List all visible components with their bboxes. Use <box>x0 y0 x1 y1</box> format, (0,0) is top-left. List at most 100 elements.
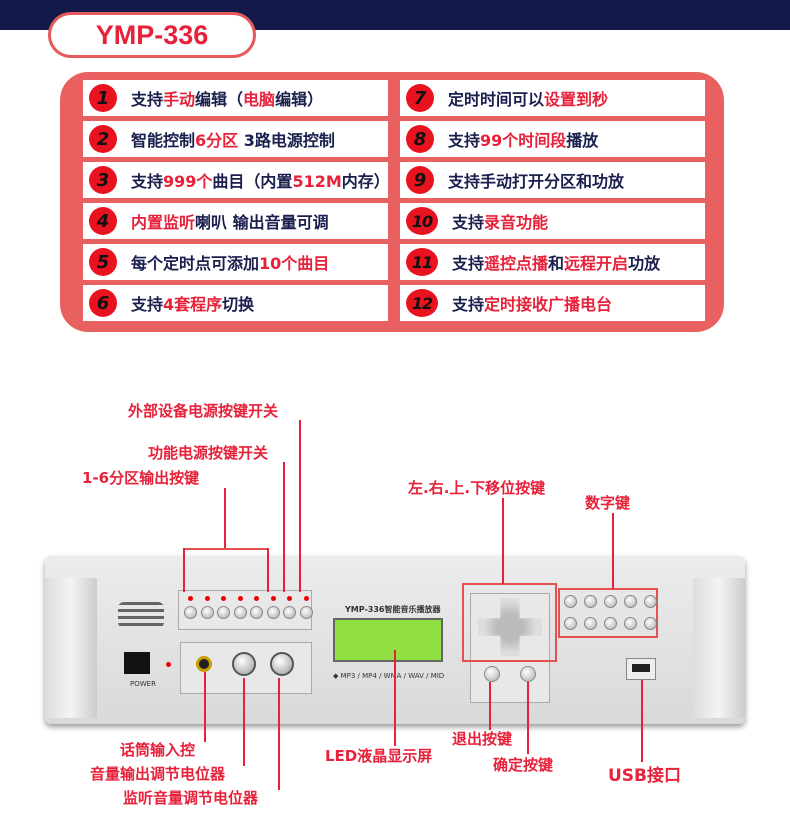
feature-text-part: 设置到秒 <box>544 90 609 109</box>
device-title: YMP-336智能音乐播放器 <box>345 605 441 614</box>
line-func-power <box>283 462 285 592</box>
zone-button[interactable] <box>250 606 263 619</box>
feature-text-part: 曲目（内置 <box>212 172 293 191</box>
feature-item: 1 支持手动编辑（电脑编辑） <box>83 80 388 116</box>
feature-text-part: 录音功能 <box>484 213 549 232</box>
mic-jack[interactable] <box>196 656 212 672</box>
line-zone-r <box>267 548 269 592</box>
line-lcd <box>394 650 396 746</box>
label-mic-vol: 音量输出调节电位器 <box>90 765 226 783</box>
zone-led <box>237 596 243 601</box>
numpad-highlight <box>558 588 658 638</box>
feature-text-part: 遥控点播 <box>484 254 549 273</box>
feature-text-part: 手动 <box>163 90 196 109</box>
feature-text: 每个定时点可添加10个曲目 <box>131 250 329 274</box>
feature-text: 支持999个曲目（内置512M内存） <box>131 168 390 192</box>
feature-text-part: 512M <box>292 172 342 191</box>
feature-text-part: 每个定时点可添加 <box>131 254 260 273</box>
feature-item: 6 支持4套程序切换 <box>83 285 388 321</box>
zone-led <box>254 596 259 601</box>
number-key[interactable] <box>584 617 597 630</box>
feature-number-badge: 10 <box>406 207 438 235</box>
feature-number-badge: 6 <box>89 289 117 317</box>
zone-button[interactable] <box>283 606 296 619</box>
number-key[interactable] <box>644 617 657 630</box>
line-zone <box>224 488 226 548</box>
feature-text-part: 内存） <box>341 172 390 191</box>
power-led <box>166 662 171 667</box>
number-key[interactable] <box>644 595 657 608</box>
feature-item: 12 支持定时接收广播电台 <box>400 285 705 321</box>
feature-text-part: 支持 <box>452 213 485 232</box>
feature-text: 智能控制6分区 3路电源控制 <box>131 127 335 151</box>
line-ok <box>527 682 529 754</box>
zone-button[interactable] <box>266 606 280 619</box>
label-num-keys: 数字键 <box>585 494 631 512</box>
zone-button[interactable] <box>299 606 313 619</box>
feature-text: 支持4套程序切换 <box>131 291 254 315</box>
format-label: ◆ MP3 / MP4 / WMA / WAV / MID <box>333 672 445 680</box>
feature-text-part: 支持手动打开分区和功放 <box>448 172 625 191</box>
number-key[interactable] <box>564 617 577 630</box>
zone-button[interactable] <box>217 606 230 619</box>
number-key[interactable] <box>584 595 597 608</box>
label-ext-power: 外部设备电源按键开关 <box>128 402 279 420</box>
feature-text-part: 功放 <box>628 254 661 273</box>
zone-led <box>303 596 309 601</box>
nav-highlight <box>462 583 557 662</box>
number-key[interactable] <box>624 617 637 630</box>
zone-led <box>287 596 292 601</box>
feature-text: 支持手动编辑（电脑编辑） <box>131 86 323 110</box>
feature-text: 定时时间可以设置到秒 <box>448 86 608 110</box>
feature-number-badge: 1 <box>89 84 117 112</box>
feature-text-part: 编辑） <box>275 90 324 109</box>
feature-text-part: 支持 <box>131 90 164 109</box>
number-key[interactable] <box>624 595 637 608</box>
line-monitor <box>278 678 280 790</box>
feature-text-part: 喇叭 输出音量可调 <box>195 213 329 232</box>
speaker-grille-icon <box>118 602 164 628</box>
feature-number-badge: 12 <box>406 289 438 317</box>
feature-text-part: 远程开启 <box>564 254 629 273</box>
line-usb <box>641 680 643 762</box>
feature-item: 10 支持录音功能 <box>400 203 705 239</box>
zone-button[interactable] <box>184 606 197 619</box>
number-key[interactable] <box>564 595 577 608</box>
label-zone-keys: 1-6分区输出按键 <box>82 469 200 487</box>
zone-button[interactable] <box>233 606 247 619</box>
zone-button[interactable] <box>200 606 214 619</box>
zone-led <box>204 596 210 601</box>
feature-text-part: 切换 <box>222 295 255 314</box>
monitor-volume-knob[interactable] <box>270 652 294 676</box>
power-label: POWER <box>130 680 156 688</box>
usb-port[interactable] <box>626 658 656 680</box>
label-func-power: 功能电源按键开关 <box>148 444 269 462</box>
number-key[interactable] <box>604 617 617 630</box>
number-key[interactable] <box>604 595 617 608</box>
feature-text-part: 定时接收广播电台 <box>484 295 613 314</box>
zone-led <box>188 596 193 601</box>
feature-text: 支持定时接收广播电台 <box>452 291 612 315</box>
exit-button[interactable] <box>484 666 500 682</box>
feature-text-part: 支持 <box>452 295 485 314</box>
feature-text-part: 内置监听 <box>131 213 196 232</box>
zone-led <box>221 596 226 601</box>
rack-ear-left <box>45 578 97 718</box>
zone-led <box>270 596 276 601</box>
ok-button[interactable] <box>520 666 536 682</box>
feature-text-part: 和 <box>548 254 565 273</box>
line-mic-vol <box>243 678 245 766</box>
power-switch[interactable] <box>124 652 150 674</box>
mic-volume-knob[interactable] <box>232 652 256 676</box>
label-lcd: LED液晶显示屏 <box>325 747 433 765</box>
label-monitor: 监听音量调节电位器 <box>123 789 259 807</box>
feature-text-part: 支持 <box>452 254 485 273</box>
feature-text-part: 10个曲目 <box>259 254 330 273</box>
feature-text-part: 999个 <box>163 172 213 191</box>
